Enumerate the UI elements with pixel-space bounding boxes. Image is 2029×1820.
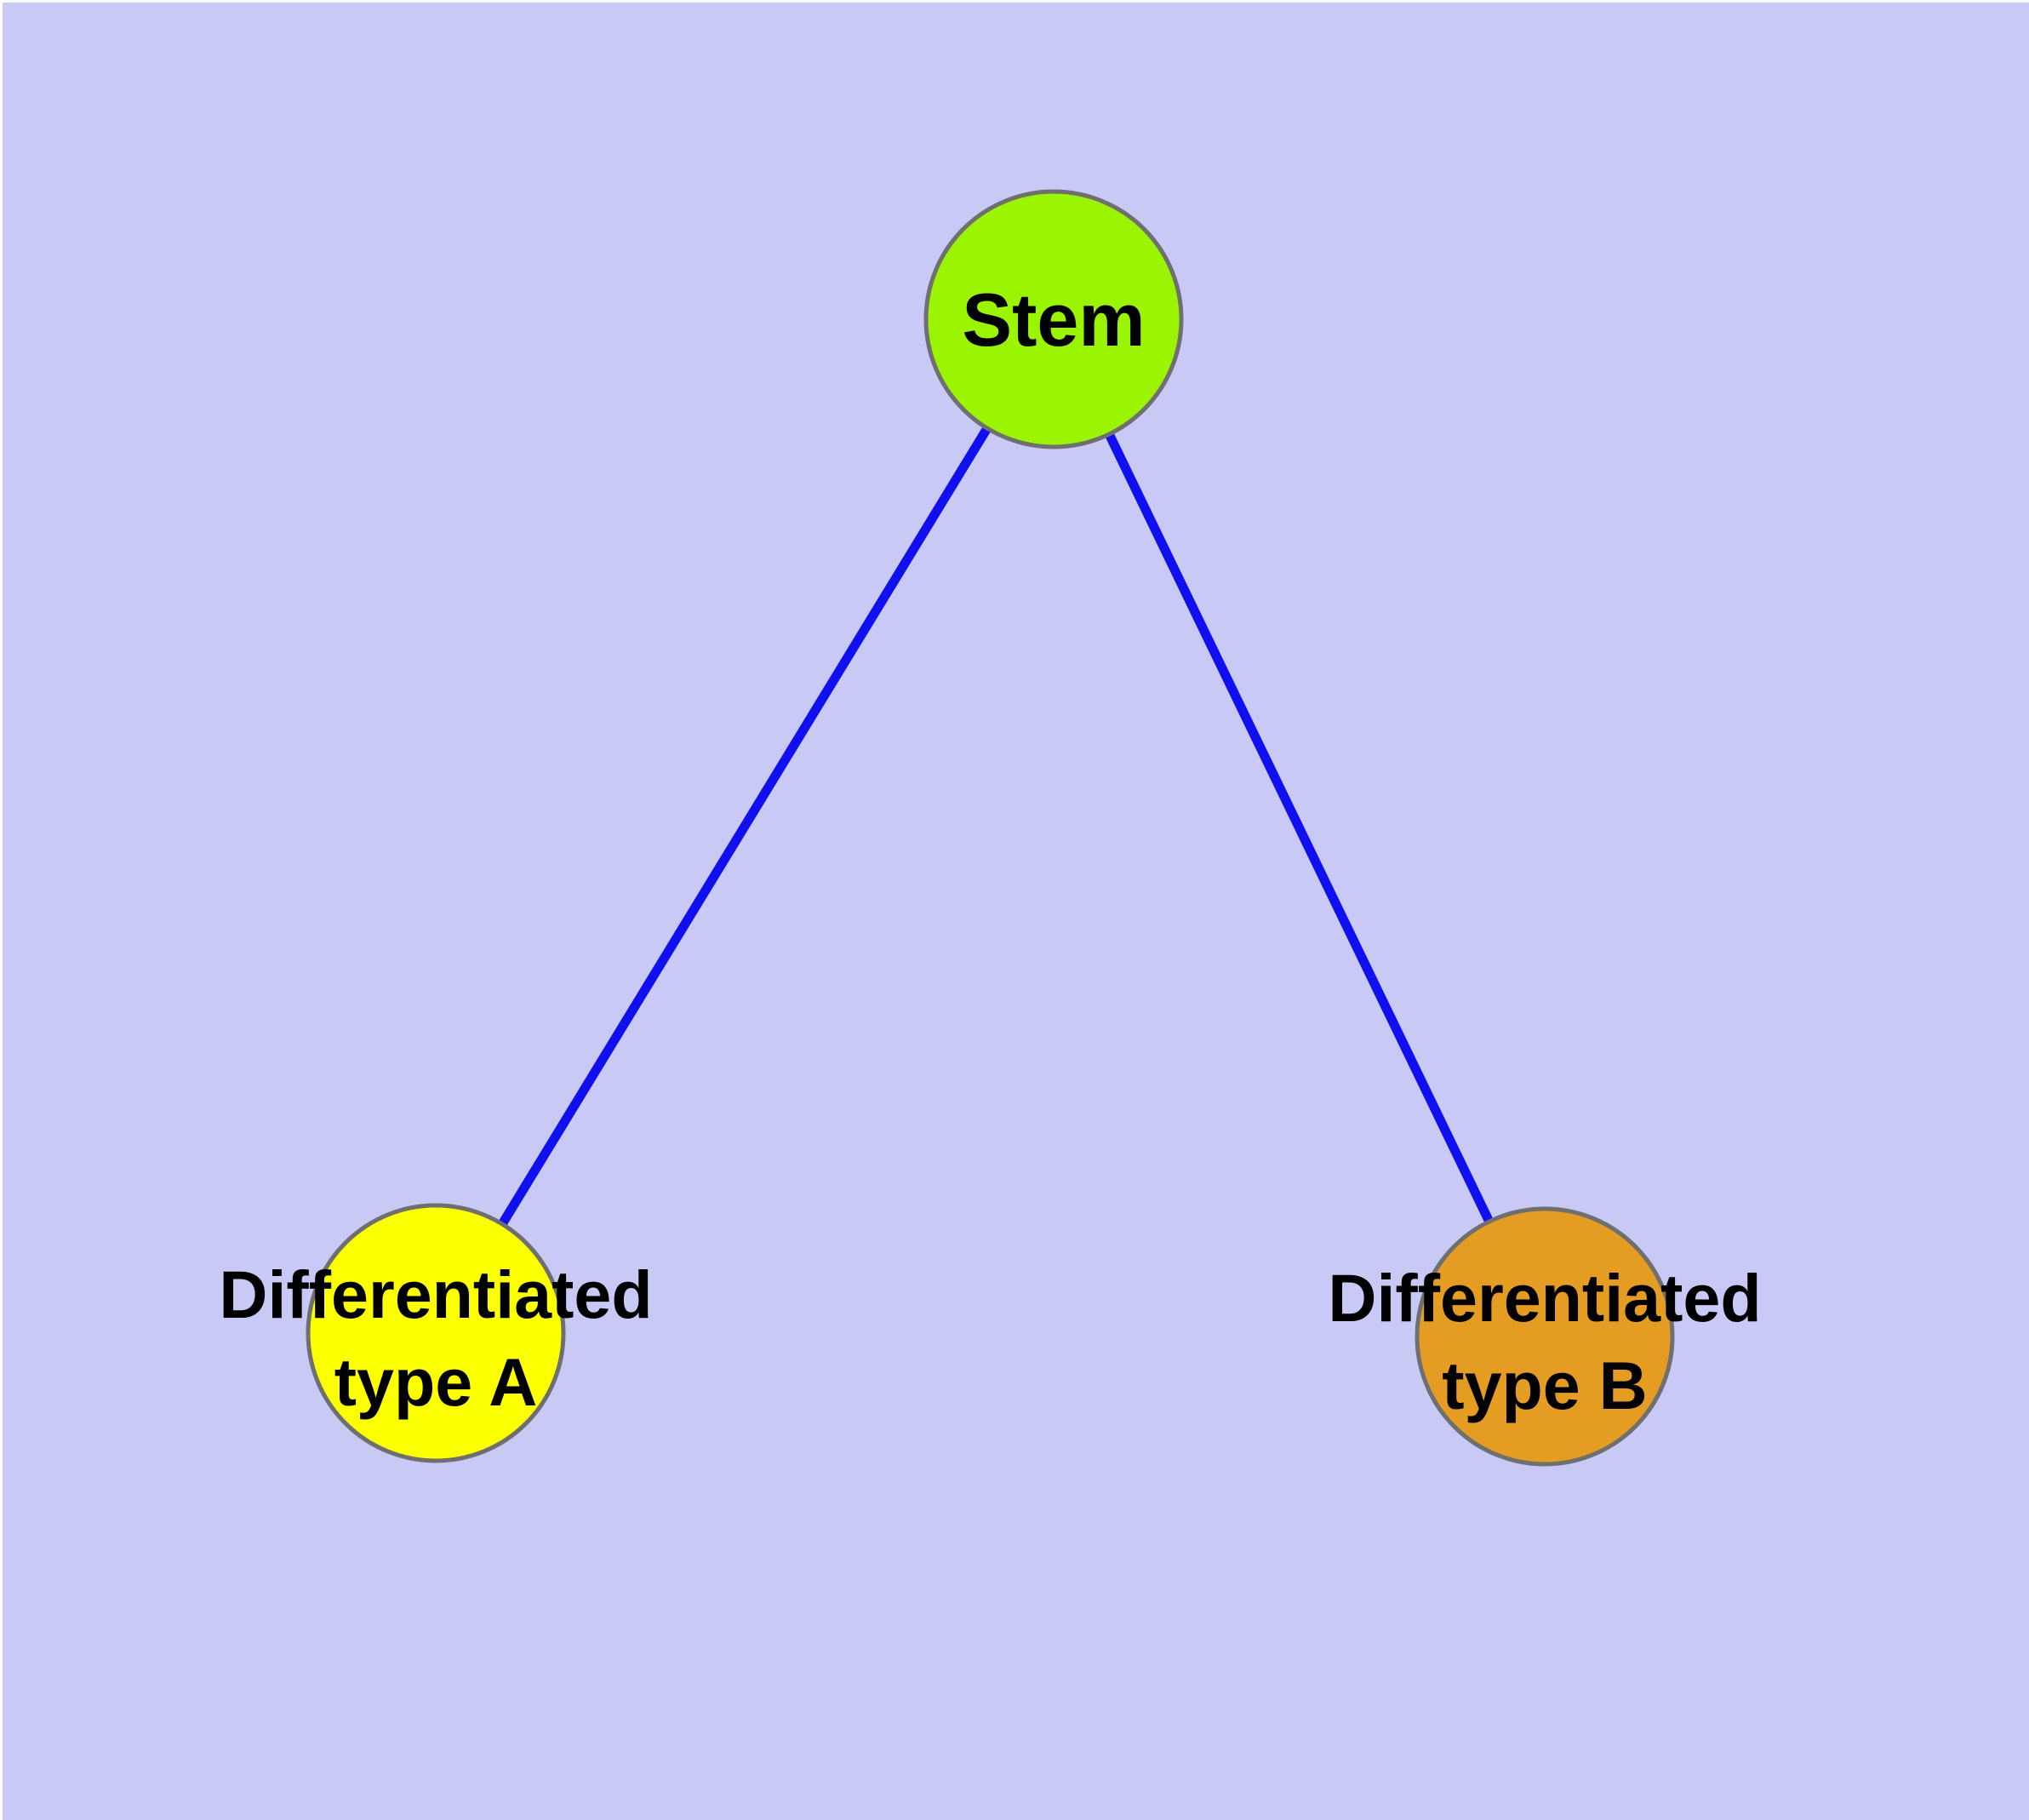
node-type-a-label-line1: Differentiated [219,1256,652,1332]
edge-stem-to-type-a [432,317,1058,1336]
node-type-a-label-line2: type A [334,1344,538,1420]
node-stem-label: Stem [962,278,1145,362]
node-stem-circle [923,189,1184,449]
node-type-b-label-line2: type B [1442,1348,1647,1423]
node-type-b-circle [1415,1206,1675,1467]
node-type-b-label-line1: Differentiated [1328,1260,1761,1336]
node-type-a-circle [306,1203,566,1463]
edge-stem-to-type-b [1049,317,1549,1339]
